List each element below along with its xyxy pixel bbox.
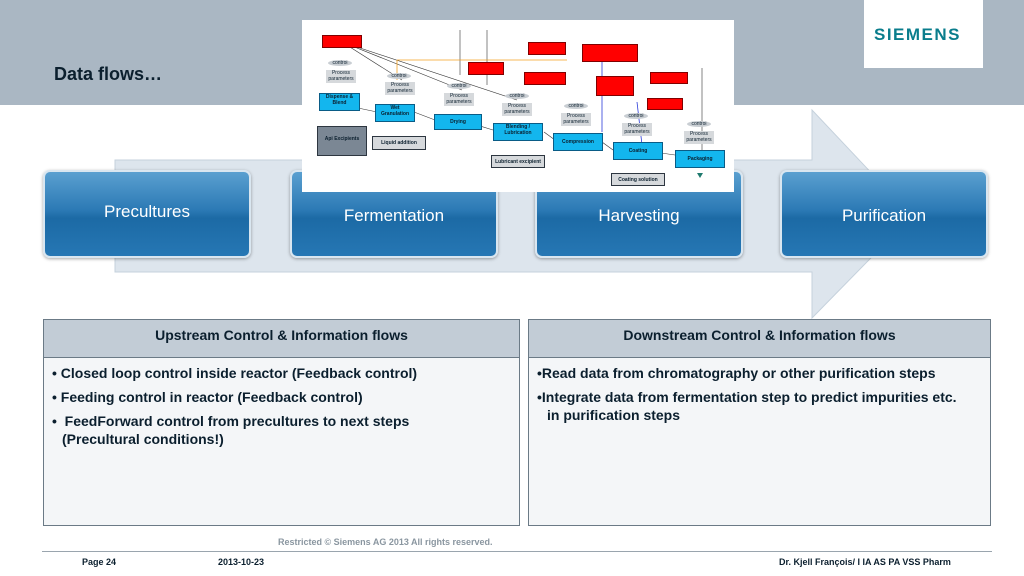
downstream-list: •Read data from chromatography or other …	[529, 358, 990, 424]
diagram-input-lubricant-excipient: Lubricant excipient	[491, 155, 545, 168]
diagram-step-wet-granulation: Wet Granulation	[375, 104, 415, 122]
diagram-step-blending-lubrication: Blending / Lubrication	[493, 123, 543, 141]
stage-label: Harvesting	[598, 206, 680, 225]
diagram-step-coating: Coating	[613, 142, 663, 160]
diagram-step-drying: Drying	[434, 114, 482, 130]
diagram-alert-box	[596, 76, 634, 96]
page-title: Data flows…	[54, 64, 163, 84]
upstream-list: • Closed loop control inside reactor (Fe…	[44, 358, 519, 448]
process-parameters-box: Process parameters	[444, 93, 474, 106]
diagram-input-liquid-addition: Liquid addition	[372, 136, 426, 150]
list-item: • Feeding control in reactor (Feedback c…	[52, 389, 363, 405]
process-parameters-box: Process parameters	[622, 123, 652, 136]
control-node: control	[505, 93, 529, 99]
footer-date: 2013-10-23	[218, 557, 265, 567]
stage-precultures: Precultures	[43, 170, 251, 258]
list-item-text: Integrate data from fermentation step to…	[541, 389, 957, 423]
stage-label: Purification	[841, 206, 927, 225]
process-parameters-box: Process parameters	[561, 113, 591, 126]
upstream-panel-heading: Upstream Control & Information flows	[44, 320, 519, 358]
diagram-alert-box	[524, 72, 566, 85]
control-node: control	[447, 83, 471, 89]
diagram-step-dispense-blend: Dispense & Blend	[319, 93, 360, 111]
control-node: control	[328, 60, 352, 66]
diagram-alert-box	[322, 35, 362, 48]
control-node: control	[624, 113, 648, 119]
list-item-text: FeedForward control from precultures to …	[60, 413, 414, 447]
page-number: Page 24	[82, 557, 117, 567]
downstream-panel: Downstream Control & Information flows •…	[528, 319, 991, 526]
siemens-logo: SIEMENS	[874, 25, 962, 44]
upstream-panel: Upstream Control & Information flows • C…	[43, 319, 520, 526]
list-item: •Read data from chromatography or other …	[537, 365, 936, 381]
process-parameters-box: Process parameters	[326, 70, 356, 83]
diagram-alert-box	[647, 98, 683, 110]
process-parameters-box: Process parameters	[385, 82, 415, 95]
list-item: • Closed loop control inside reactor (Fe…	[52, 365, 418, 381]
control-node: control	[687, 121, 711, 127]
stage-purification: Purification	[780, 170, 988, 258]
list-item-text: Closed loop control inside reactor (Feed…	[60, 365, 418, 381]
control-node: control	[564, 103, 588, 109]
diagram-input-coating-solution: Coating solution	[611, 173, 665, 186]
process-flow-diagram: control control control control control …	[302, 20, 734, 192]
diagram-alert-box	[528, 42, 566, 55]
diagram-alert-box	[468, 62, 504, 75]
footer-divider	[42, 551, 992, 552]
downstream-panel-heading: Downstream Control & Information flows	[529, 320, 990, 358]
stage-label: Precultures	[104, 202, 190, 221]
footer-author: Dr. Kjell François/ I IA AS PA VSS Pharm	[779, 557, 951, 567]
logo-area	[864, 0, 983, 68]
diagram-input-api-excipients: Api Excipients	[317, 126, 367, 156]
stage-label: Fermentation	[343, 206, 445, 225]
diagram-step-compression: Compression	[553, 133, 603, 151]
process-parameters-box: Process parameters	[502, 103, 532, 116]
control-node: control	[387, 73, 411, 79]
restricted-notice: Restricted © Siemens AG 2013 All rights …	[278, 537, 493, 547]
diagram-alert-box	[582, 44, 638, 62]
diagram-step-packaging: Packaging	[675, 150, 725, 168]
diagram-alert-box	[650, 72, 688, 84]
list-item-text: Feeding control in reactor (Feedback con…	[60, 389, 363, 405]
list-item: •Integrate data from fermentation step t…	[537, 389, 957, 423]
process-parameters-box: Process parameters	[684, 131, 714, 144]
list-item: • FeedForward control from precultures t…	[52, 413, 414, 447]
list-item-text: Read data from chromatography or other p…	[541, 365, 936, 381]
